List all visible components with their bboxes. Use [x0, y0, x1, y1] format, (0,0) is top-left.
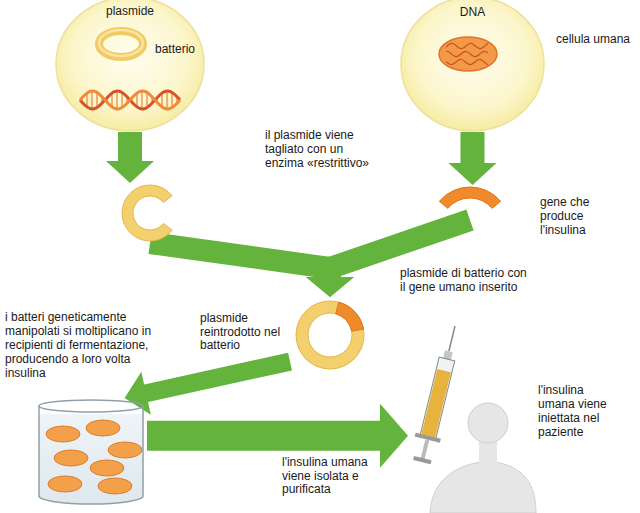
bacteria-culture: [54, 450, 88, 466]
arrow-caption: l'insulina umana viene isolata e purific…: [282, 456, 370, 497]
bacteria-culture: [98, 478, 132, 494]
bacteria-culture: [90, 460, 124, 476]
node-label: cellula umana: [556, 32, 636, 46]
dna-squiggle: [446, 43, 488, 48]
dna-squiggle: [446, 51, 488, 56]
cut-plasmid-shape: [122, 185, 172, 241]
node-label: gene che produce l'insulina: [540, 195, 608, 237]
syringe-needle: [449, 326, 455, 351]
bacteria-culture: [46, 426, 80, 442]
bacteria-culture: [108, 442, 142, 458]
patient: l'insulina umana viene iniettata nel paz…: [408, 318, 536, 513]
human-cell-circle: DNAcellula umana: [400, 0, 545, 132]
gene-fragment: [439, 187, 500, 208]
helix-rung: [91, 91, 93, 109]
insulin-gene: gene che produce l'insulina: [438, 185, 502, 220]
beaker-glass: [39, 406, 143, 504]
arrow-head: [306, 277, 354, 297]
helix-rung: [96, 92, 98, 107]
beaker-rim: [39, 400, 143, 412]
node-label: il plasmide viene tagliato con un enzima…: [265, 128, 377, 170]
process-arrow: [125, 362, 290, 415]
arrow-caption: plasmide reintrodotto nel batterio: [200, 312, 288, 353]
patient-body: [430, 461, 536, 513]
arrow-body: [150, 243, 330, 278]
node-label: plasmide: [55, 4, 205, 18]
helix-rung: [141, 91, 143, 109]
arrow-body: [147, 421, 381, 451]
recombinant-plasmid: plasmide di batterio con il gene umano i…: [290, 297, 370, 373]
human-cell-outline: [401, 0, 544, 131]
insulin-gene-shape: [438, 185, 502, 220]
bacteria-culture: [48, 476, 82, 492]
node-label: batterio: [155, 42, 203, 56]
arrow-body: [461, 132, 485, 164]
plasmid-ring-highlight: [99, 30, 143, 56]
node-label: DNA: [400, 5, 545, 19]
node-label: l'insulina umana viene iniettata nel paz…: [538, 383, 616, 439]
helix-rung: [116, 91, 118, 109]
arrow-head: [449, 163, 497, 185]
syringe-liquid: [421, 369, 450, 437]
cut-plasmid-shape: [110, 183, 190, 243]
dna-blob: [439, 37, 497, 71]
recombinant-ring: [296, 301, 364, 369]
syringe-rod: [421, 439, 430, 459]
plasmid-ring: [296, 301, 364, 369]
helix-strand: [80, 91, 180, 109]
dna-squiggle: [446, 59, 488, 64]
helix-rung: [146, 92, 148, 107]
human-cell-circle-shape: [400, 0, 545, 132]
cut-plasmid: il plasmide viene tagliato con un enzima…: [110, 183, 190, 243]
helix-rung: [121, 92, 123, 107]
arrow-head: [106, 161, 154, 183]
bacterium-circle-shape: [55, 0, 205, 132]
dna-helix: [80, 91, 180, 109]
bacteria-culture: [86, 420, 120, 436]
fermentation-beaker-shape: [35, 398, 147, 506]
inserted-gene: [336, 302, 364, 331]
syringe: [409, 323, 467, 465]
node-label: plasmide di batterio con il gene umano i…: [400, 266, 532, 294]
process-arrow: [449, 132, 497, 185]
bacterium-circle: plasmide batterio: [55, 0, 205, 132]
helix-strand: [80, 91, 180, 109]
plasmid-ring: [99, 31, 143, 57]
recombinant-plasmid-shape: [290, 297, 370, 373]
arrow-head: [306, 277, 354, 297]
arrow-head: [380, 404, 408, 468]
process-arrow: [106, 132, 154, 183]
patient-head: [468, 403, 508, 443]
arrow-body: [145, 362, 290, 394]
helix-rung: [171, 92, 173, 107]
bacterium-outline: [56, 0, 204, 131]
beaker-liquid: [39, 414, 143, 504]
patient-shape: [408, 318, 536, 513]
helix-rung: [166, 91, 168, 109]
fermentation-beaker: i batteri geneticamente manipolati si mo…: [35, 398, 147, 506]
arrow-body: [118, 132, 142, 162]
syringe-thumb: [413, 456, 431, 464]
syringe-barrel: [420, 357, 454, 439]
node-label: i batteri geneticamente manipolati si mo…: [5, 310, 163, 380]
